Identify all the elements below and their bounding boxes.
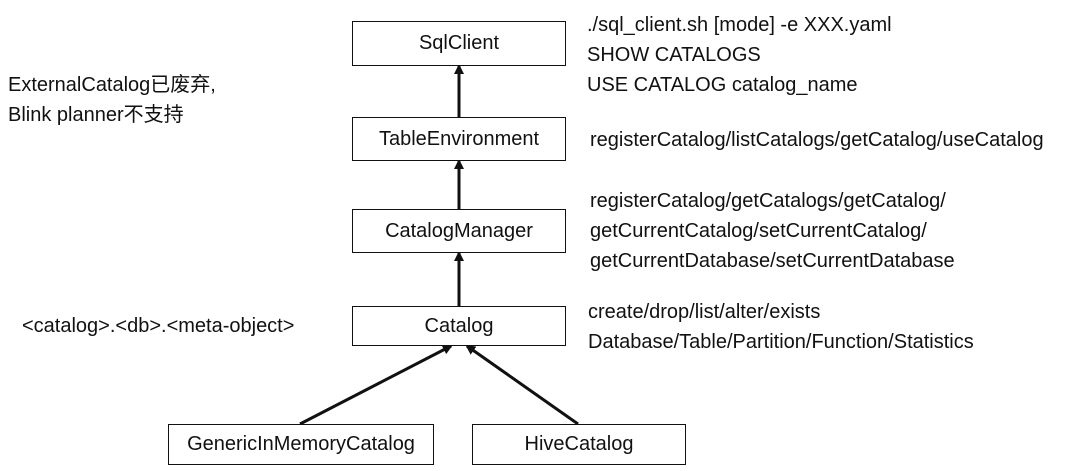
note-line: ./sql_client.sh [mode] -e XXX.yaml [587, 14, 892, 36]
generic-in-memory-catalog-label: GenericInMemoryCatalog [187, 433, 415, 455]
arrow-hivecatalog-to-catalog [465, 344, 579, 426]
catalog-box: Catalog [352, 306, 566, 346]
catalog-manager-label: CatalogManager [385, 219, 533, 242]
sqlclient-notes: ./sql_client.sh [mode] -e XXX.yaml SHOW … [587, 10, 892, 100]
catalog-notes: create/drop/list/alter/exists Database/T… [588, 297, 974, 357]
table-environment-label: TableEnvironment [378, 127, 540, 150]
note-line: Database/Table/Partition/Function/Statis… [588, 331, 974, 353]
note-line: SHOW CATALOGS [587, 44, 761, 66]
note-line: USE CATALOG catalog_name [587, 74, 858, 96]
generic-in-memory-catalog-box: GenericInMemoryCatalog [168, 424, 434, 465]
table-environment-box: TableEnvironment [352, 117, 566, 161]
note-line: getCurrentCatalog/setCurrentCatalog/ [590, 220, 927, 242]
note-line: registerCatalog/getCatalogs/getCatalog/ [590, 190, 946, 212]
external-catalog-note: ExternalCatalog已废弃, Blink planner不支持 [8, 70, 216, 130]
catalog-path-note: <catalog>.<db>.<meta-object> [22, 311, 294, 341]
note-line: ExternalCatalog已废弃, [8, 74, 216, 96]
hive-catalog-label: HiveCatalog [524, 433, 634, 455]
catalog-label: Catalog [424, 314, 494, 337]
table-environment-note: registerCatalog/listCatalogs/getCatalog/… [590, 125, 1044, 155]
note-line: getCurrentDatabase/setCurrentDatabase [590, 250, 955, 272]
catalog-manager-box: CatalogManager [352, 209, 566, 253]
note-line: registerCatalog/listCatalogs/getCatalog/… [590, 129, 1044, 151]
arrow-genericinmemory-to-catalog [299, 344, 453, 426]
sqlclient-box: SqlClient [352, 21, 566, 66]
sqlclient-label: SqlClient [418, 32, 500, 54]
note-line: <catalog>.<db>.<meta-object> [22, 315, 295, 337]
note-line: Blink planner不支持 [8, 104, 184, 126]
note-line: create/drop/list/alter/exists [588, 301, 821, 323]
catalog-manager-notes: registerCatalog/getCatalogs/getCatalog/ … [590, 186, 955, 276]
hive-catalog-box: HiveCatalog [472, 424, 686, 465]
